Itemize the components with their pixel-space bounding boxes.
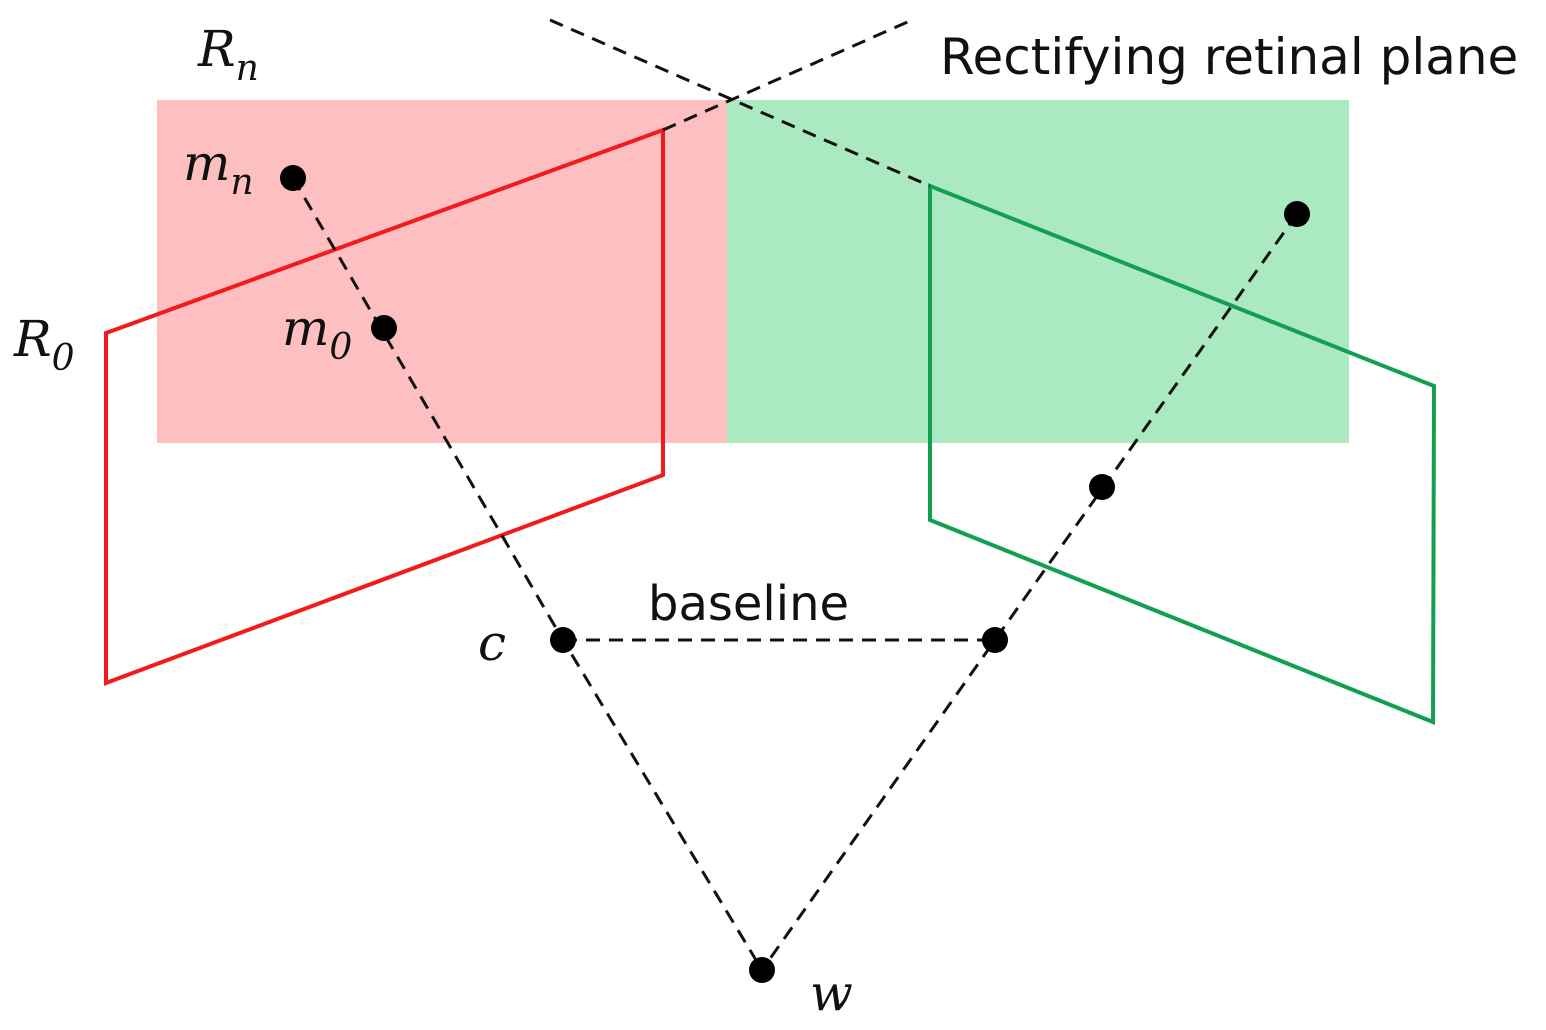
point-w — [749, 957, 775, 983]
label-m-0-base: m — [282, 299, 329, 357]
label-m-0: m0 — [282, 299, 352, 368]
right-original-plane — [928, 183, 1437, 725]
point-right-image-rectified — [1284, 201, 1310, 227]
right-projection-ray — [760, 213, 1299, 971]
left-rectified-plane — [157, 100, 727, 443]
label-R-n: Rn — [197, 20, 259, 89]
label-m-n: mn — [183, 134, 254, 203]
point-right-center — [982, 627, 1008, 653]
label-R-n-sub: n — [236, 48, 259, 89]
point-c-left-center — [550, 627, 576, 653]
label-R-0: R0 — [13, 310, 75, 379]
rectifying-plane-label: Rectifying retinal plane — [940, 28, 1518, 86]
label-R-0-sub: 0 — [52, 338, 75, 379]
point-m-n — [280, 165, 306, 191]
point-right-image-original — [1089, 474, 1115, 500]
label-c: c — [478, 614, 506, 672]
label-R-0-base: R — [13, 310, 52, 368]
point-m-0 — [371, 315, 397, 341]
label-m-n-base: m — [183, 134, 230, 192]
label-m-n-sub: n — [230, 162, 253, 203]
left-original-plane — [104, 127, 665, 686]
label-m-0-sub: 0 — [329, 327, 352, 368]
label-R-n-base: R — [197, 20, 236, 78]
label-w: w — [810, 964, 853, 1022]
right-plane-extension-line — [549, 18, 931, 188]
baseline-label: baseline — [648, 576, 849, 632]
right-rectified-plane — [727, 100, 1349, 443]
